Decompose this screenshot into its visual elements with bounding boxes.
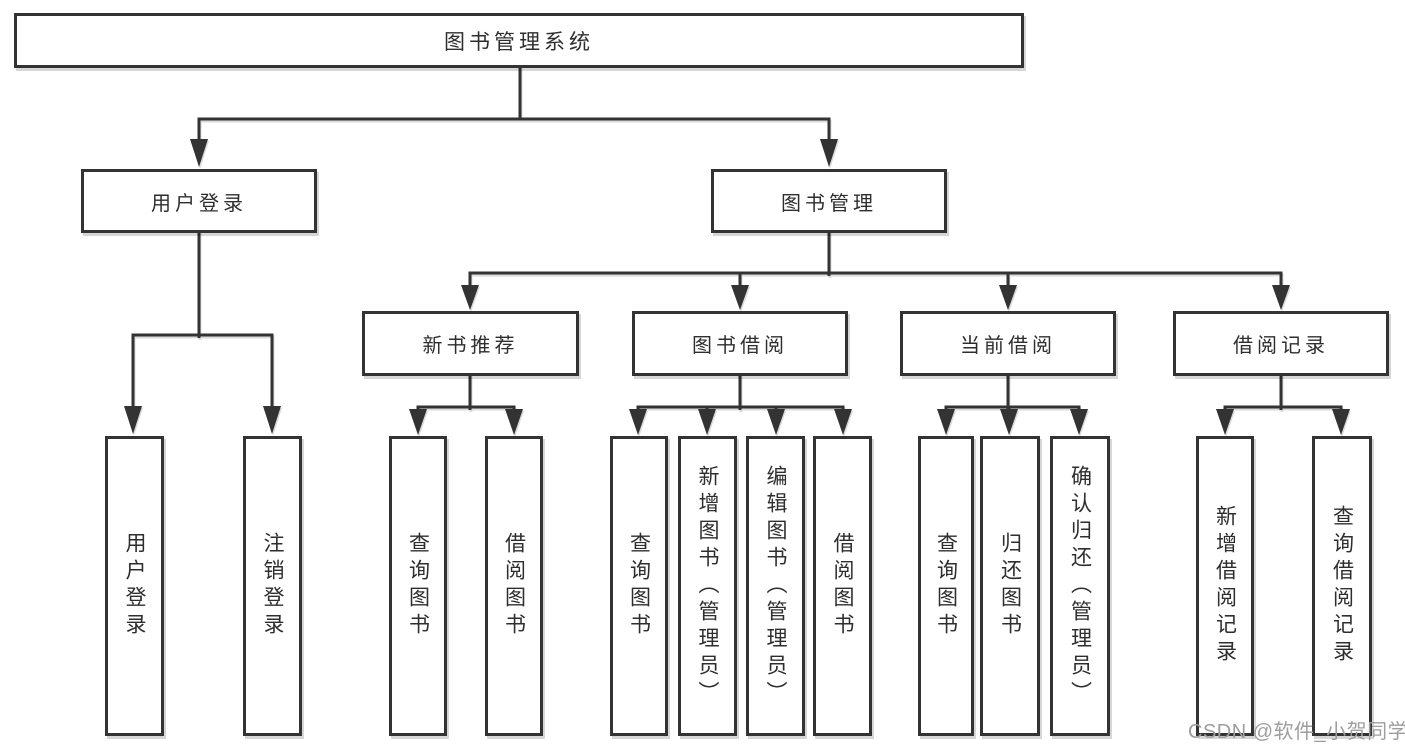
leaf-bb-borrow-books-label: 借阅图书 [831, 532, 854, 640]
leaf-logout: 注销登录 [243, 436, 302, 736]
leaf-user-login: 用户登录 [105, 436, 164, 736]
connector-root-to-level2 [190, 66, 838, 167]
node-user-login: 用户登录 [81, 169, 317, 233]
leaf-cb-query-books: 查询图书 [918, 436, 974, 736]
leaf-br-add-record: 新增借阅记录 [1196, 436, 1254, 736]
leaf-nbr-borrow-books: 借阅图书 [485, 436, 543, 736]
leaf-bb-edit-books-admin: 编辑图书（管理员） [746, 436, 805, 736]
node-book-management-label: 图书管理 [781, 192, 877, 215]
leaf-cb-return-books: 归还图书 [980, 436, 1040, 736]
node-new-book-recommend-label: 新书推荐 [422, 335, 519, 357]
leaf-user-login-label: 用户登录 [123, 532, 146, 640]
leaf-nbr-borrow-books-label: 借阅图书 [502, 532, 526, 640]
node-borrowing-records-label: 借阅记录 [1233, 335, 1329, 357]
node-new-book-recommend: 新书推荐 [362, 311, 579, 376]
node-library-system: 图书管理系统 [14, 13, 1024, 68]
node-user-login-label: 用户登录 [151, 192, 247, 215]
connector-borrow-records-branch [1216, 374, 1350, 435]
leaf-bb-query-books: 查询图书 [610, 436, 668, 736]
leaf-br-add-record-label: 新增借阅记录 [1213, 505, 1237, 667]
leaf-logout-label: 注销登录 [261, 532, 284, 640]
leaf-nbr-query-books: 查询图书 [389, 436, 447, 736]
connector-current-borrow-branch [937, 374, 1088, 435]
leaf-bb-query-books-label: 查询图书 [627, 532, 651, 640]
node-borrowing-records: 借阅记录 [1173, 311, 1389, 376]
node-book-management: 图书管理 [711, 169, 947, 233]
node-book-borrowing: 图书借阅 [632, 311, 848, 376]
node-book-borrowing-label: 图书借阅 [692, 335, 788, 357]
connector-book-mgmt-branch [461, 231, 1290, 310]
leaf-cb-return-books-label: 归还图书 [998, 532, 1022, 640]
leaf-cb-confirm-return-admin-label: 确认归还（管理员） [1068, 464, 1092, 708]
leaf-nbr-query-books-label: 查询图书 [406, 532, 430, 640]
node-library-system-label: 图书管理系统 [444, 30, 594, 54]
leaf-bb-borrow-books: 借阅图书 [813, 436, 872, 736]
node-current-borrowing: 当前借阅 [900, 311, 1116, 376]
watermark: CSDN @软件_小贺同学 [1188, 721, 1405, 743]
connector-book-borrow-branch [629, 374, 852, 435]
connector-user-login-branch [124, 231, 281, 434]
leaf-bb-add-books-admin-label: 新增图书（管理员） [696, 464, 719, 708]
leaf-br-query-record-label: 查询借阅记录 [1330, 505, 1354, 667]
leaf-bb-edit-books-admin-label: 编辑图书（管理员） [764, 464, 787, 708]
connector-new-book-rec-branch [409, 374, 523, 435]
leaf-cb-confirm-return-admin: 确认归还（管理员） [1050, 436, 1110, 736]
leaf-br-query-record: 查询借阅记录 [1312, 436, 1372, 736]
leaf-bb-add-books-admin: 新增图书（管理员） [678, 436, 737, 736]
node-current-borrowing-label: 当前借阅 [960, 335, 1056, 357]
leaf-cb-query-books-label: 查询图书 [934, 532, 958, 640]
